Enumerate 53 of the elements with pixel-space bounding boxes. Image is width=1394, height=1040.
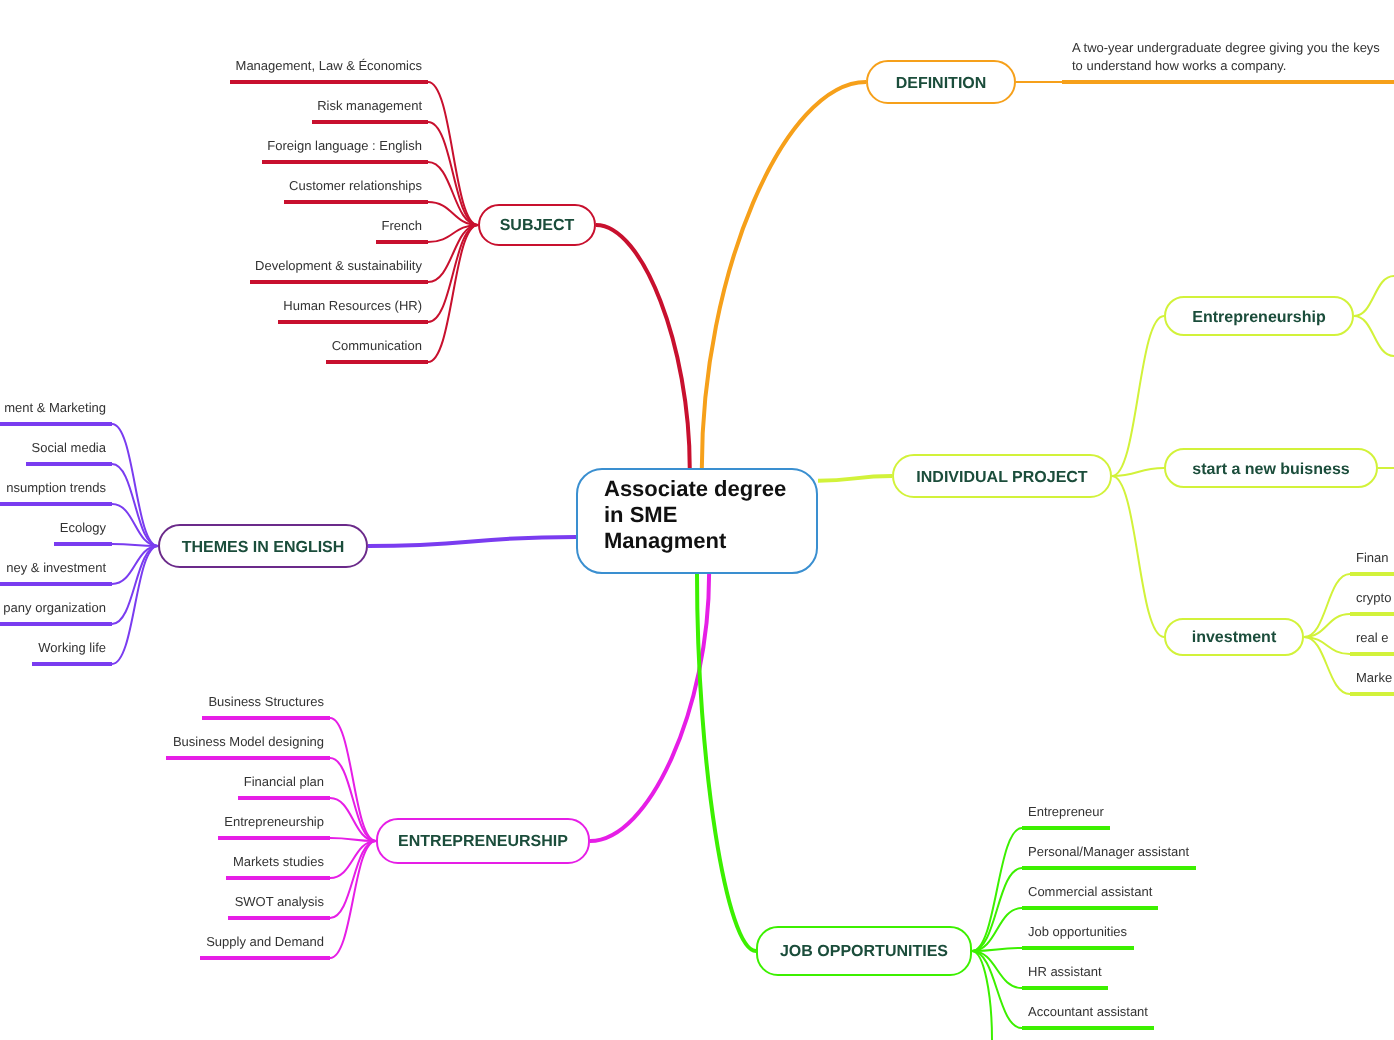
- branch-line: [971, 827, 1023, 952]
- topic-box: Entrepreneurship: [1164, 296, 1354, 336]
- branch-line: [699, 80, 867, 469]
- branch-line: [368, 534, 576, 548]
- branch-line: [1353, 275, 1394, 317]
- branch-line: [1303, 636, 1351, 695]
- branch-line: [329, 757, 377, 842]
- branch-line: [971, 947, 1023, 952]
- branch-line: [1111, 315, 1165, 477]
- branch-line: [111, 545, 159, 665]
- branch-line: [971, 950, 993, 1040]
- branch-line: [111, 423, 159, 547]
- branch-line: [427, 224, 479, 283]
- branch-line: [427, 81, 479, 226]
- topic-box: investment: [1164, 618, 1304, 656]
- branch-line: [1111, 475, 1165, 638]
- branch-line: [329, 840, 377, 959]
- branch-line: [111, 503, 159, 547]
- branch-line: [1377, 467, 1394, 469]
- branch-line: [111, 545, 159, 585]
- branch-line: [595, 223, 692, 469]
- branch-line: [971, 867, 1023, 952]
- topic-box: JOB OPPORTUNITIES: [756, 926, 972, 976]
- topic-box: ENTREPRENEURSHIP: [376, 818, 590, 864]
- branch-line: [589, 573, 712, 843]
- branch-line: [329, 837, 377, 842]
- branch-line: [971, 950, 1023, 989]
- topic-box: SUBJECT: [478, 204, 596, 246]
- branch-line: [971, 950, 1023, 1029]
- branch-line: [1303, 573, 1351, 638]
- branch-line: [427, 224, 479, 363]
- branch-line: [971, 907, 1023, 952]
- branch-line: [427, 121, 479, 226]
- topic-box: INDIVIDUAL PROJECT: [892, 454, 1112, 498]
- branch-line: [329, 717, 377, 842]
- branch-line: [329, 797, 377, 842]
- branch-line: [111, 463, 159, 547]
- branch-line: [695, 573, 757, 953]
- topic-box: THEMES IN ENGLISH: [158, 524, 368, 568]
- branch-line: [111, 545, 159, 625]
- branch-line: [1111, 467, 1165, 477]
- branch-line: [1015, 81, 1063, 83]
- branch-line: [111, 543, 159, 547]
- central-topic-box: Associate degree in SME Managment: [576, 468, 818, 574]
- branch-line: [817, 474, 893, 483]
- branch-line: [1353, 315, 1394, 357]
- branch-line: [1303, 636, 1351, 655]
- branch-line: [329, 840, 377, 879]
- branch-line: [427, 161, 479, 226]
- branch-line: [1303, 613, 1351, 638]
- branch-line: [427, 224, 479, 243]
- topic-box: DEFINITION: [866, 60, 1016, 104]
- topic-box: start a new buisness: [1164, 448, 1378, 488]
